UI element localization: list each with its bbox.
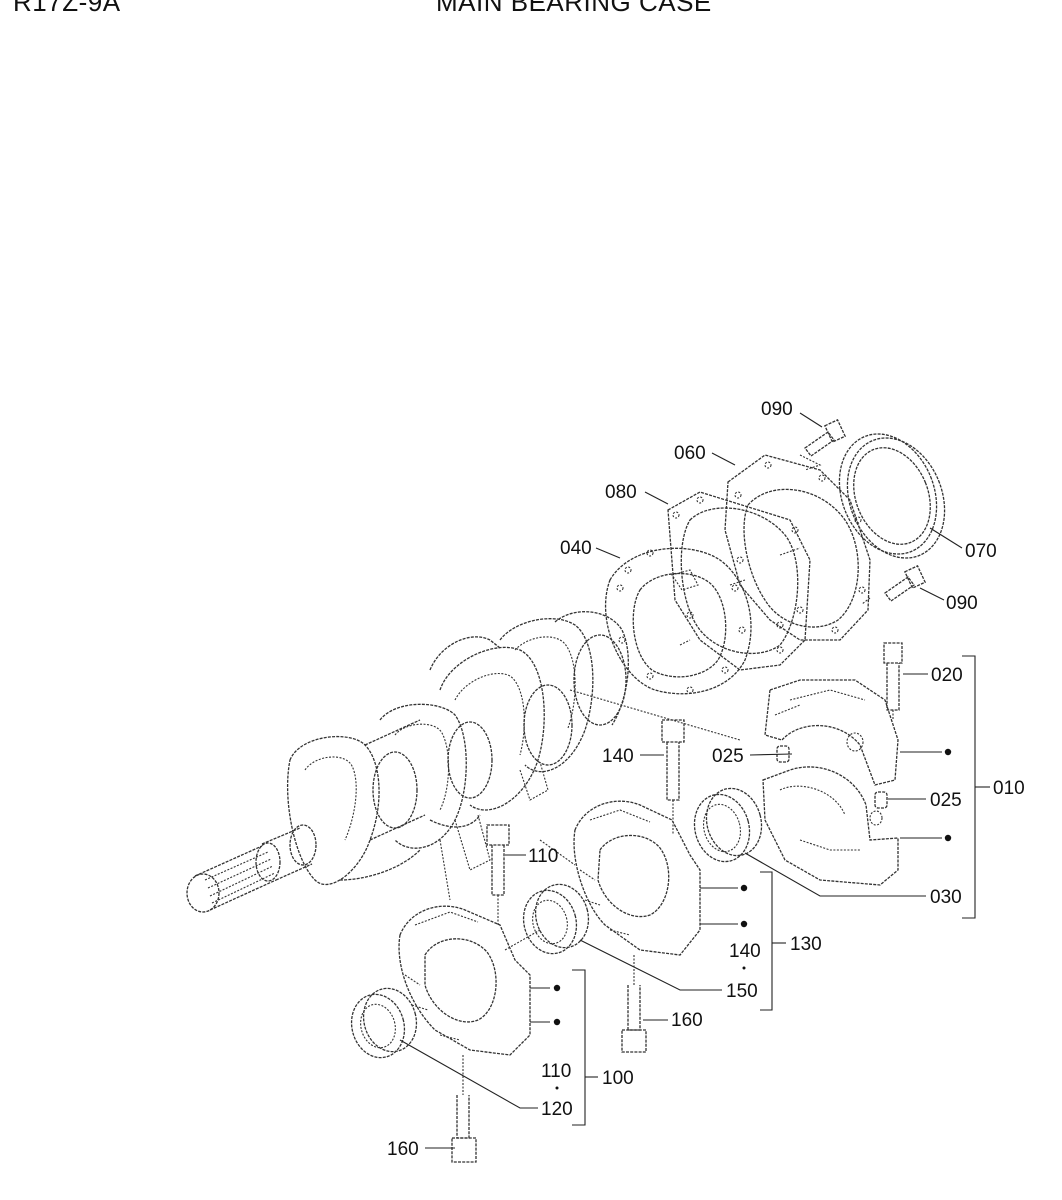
part-140-bolt bbox=[661, 719, 685, 801]
callout-120: 120 bbox=[541, 1099, 573, 1120]
callout-060: 060 bbox=[674, 443, 706, 464]
callout-160-bottom: 160 bbox=[387, 1139, 419, 1160]
part-100-bearing-case bbox=[398, 905, 531, 1056]
leader-lines bbox=[399, 412, 990, 1149]
part-030-bushing bbox=[693, 787, 763, 863]
callout-010: 010 bbox=[993, 778, 1025, 799]
callout-090-top: 090 bbox=[761, 399, 793, 420]
part-080-gasket bbox=[667, 491, 811, 671]
callout-150: 150 bbox=[726, 981, 758, 1002]
callout-labels: 090 060 080 040 070 090 020 025 025 010 … bbox=[387, 399, 1025, 1160]
part-040-gasket bbox=[605, 547, 752, 695]
callout-030: 030 bbox=[930, 887, 962, 908]
part-070-oil-seal bbox=[838, 433, 946, 559]
crankshaft-spline-end bbox=[186, 824, 317, 913]
callout-020: 020 bbox=[931, 665, 963, 686]
model-code: R17Z-9A bbox=[13, 0, 121, 17]
crankshaft bbox=[186, 611, 629, 913]
part-150-bushing bbox=[522, 883, 590, 955]
callout-070: 070 bbox=[965, 541, 997, 562]
callout-025-left: 025 bbox=[712, 746, 744, 767]
part-160-bolt-middle bbox=[621, 985, 647, 1053]
diagram-title: MAIN BEARING CASE bbox=[436, 0, 712, 17]
callout-140-group: 140 bbox=[729, 941, 761, 962]
callout-040: 040 bbox=[560, 538, 592, 559]
callout-130: 130 bbox=[790, 934, 822, 955]
callout-090-right: 090 bbox=[946, 593, 978, 614]
part-160-bolt-bottom bbox=[451, 1095, 477, 1163]
callout-140: 140 bbox=[602, 746, 634, 767]
part-090-bolt-right bbox=[884, 565, 927, 602]
crankshaft-body bbox=[287, 611, 629, 886]
reference-dots bbox=[553, 748, 952, 1090]
callout-160-middle: 160 bbox=[671, 1010, 703, 1031]
part-120-bushing bbox=[350, 987, 418, 1059]
part-130-bearing-case bbox=[573, 800, 701, 956]
part-090-bolt-top bbox=[804, 419, 847, 457]
callout-100: 100 bbox=[602, 1068, 634, 1089]
callout-110: 110 bbox=[528, 846, 558, 867]
callout-080: 080 bbox=[605, 482, 637, 503]
part-025-pin-right bbox=[874, 791, 888, 809]
part-020-bolt bbox=[883, 642, 903, 711]
callout-025-right: 025 bbox=[930, 790, 962, 811]
callout-110-group: 110 bbox=[541, 1061, 571, 1082]
part-010-bearing-case bbox=[762, 679, 899, 886]
